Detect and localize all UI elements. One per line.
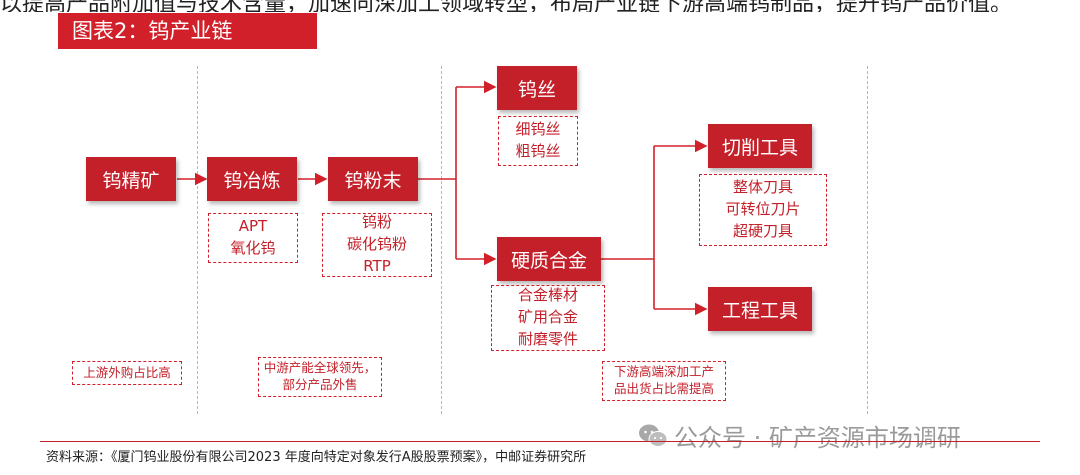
page-top-text: 以提高产品附加值与技术含量，加速向深加工领域转型，布局产业链下游高端钨制品，提升… xyxy=(0,0,1080,12)
product-item: 碳化钨粉 xyxy=(346,235,407,254)
note-downstream: 下游高端深加工产 品出货占比需提高 xyxy=(602,361,726,401)
separator-1 xyxy=(197,66,198,414)
note-text: 品出货占比需提高 xyxy=(613,381,714,396)
box-smelt-products: APT 氧化钨 xyxy=(208,213,298,263)
node-cutting-tools: 切削工具 xyxy=(708,124,812,168)
product-item: APT xyxy=(238,217,268,236)
box-wire-products: 细钨丝 粗钨丝 xyxy=(498,116,578,166)
product-item: 超硬刀具 xyxy=(732,221,793,240)
product-item: 矿用合金 xyxy=(517,308,578,327)
product-item: 细钨丝 xyxy=(515,120,561,139)
note-text: 下游高端深加工产 xyxy=(613,364,714,380)
node-tungsten-smelting: 钨冶炼 xyxy=(207,157,297,201)
node-tungsten-wire: 钨丝 xyxy=(497,66,577,110)
product-item: 耐磨零件 xyxy=(517,329,578,348)
product-item: RTP xyxy=(363,256,391,275)
product-item: 氧化钨 xyxy=(230,239,276,257)
wechat-icon xyxy=(639,424,668,447)
watermark: 公众号 · 矿产资源市场调研 xyxy=(638,418,961,453)
box-cutting-products: 整体刀具 可转位刀片 超硬刀具 xyxy=(699,174,827,246)
node-engineering-tools: 工程工具 xyxy=(708,287,812,331)
separator-2 xyxy=(441,66,442,414)
note-text: 中游产能全球领先， xyxy=(263,360,377,376)
note-text: 上游外购占比高 xyxy=(83,364,171,380)
node-tungsten-powder: 钨粉末 xyxy=(328,157,418,201)
source-note: 资料来源：《厦门钨业股份有限公司2023 年度向特定对象发行A股股票预案》，中邮… xyxy=(46,450,587,465)
product-item: 粗钨丝 xyxy=(515,142,561,160)
box-powder-products: 钨粉 碳化钨粉 RTP xyxy=(322,213,432,277)
watermark-text: 公众号 · 矿产资源市场调研 xyxy=(674,424,961,452)
product-item: 钨粉 xyxy=(361,213,392,232)
box-alloy-products: 合金棒材 矿用合金 耐磨零件 xyxy=(491,285,605,351)
separator-3 xyxy=(867,66,868,414)
figure-title: 图表2：钨产业链 xyxy=(58,13,317,49)
node-cemented-carbide: 硬质合金 xyxy=(497,237,601,281)
footer-divider xyxy=(40,441,1040,442)
note-text: 部分产品外售 xyxy=(282,377,358,392)
note-upstream: 上游外购占比高 xyxy=(72,361,182,385)
product-item: 整体刀具 xyxy=(732,178,793,197)
product-item: 合金棒材 xyxy=(517,286,578,305)
node-tungsten-ore: 钨精矿 xyxy=(86,157,176,201)
product-item: 可转位刀片 xyxy=(725,200,801,219)
note-midstream: 中游产能全球领先， 部分产品外售 xyxy=(258,357,382,397)
